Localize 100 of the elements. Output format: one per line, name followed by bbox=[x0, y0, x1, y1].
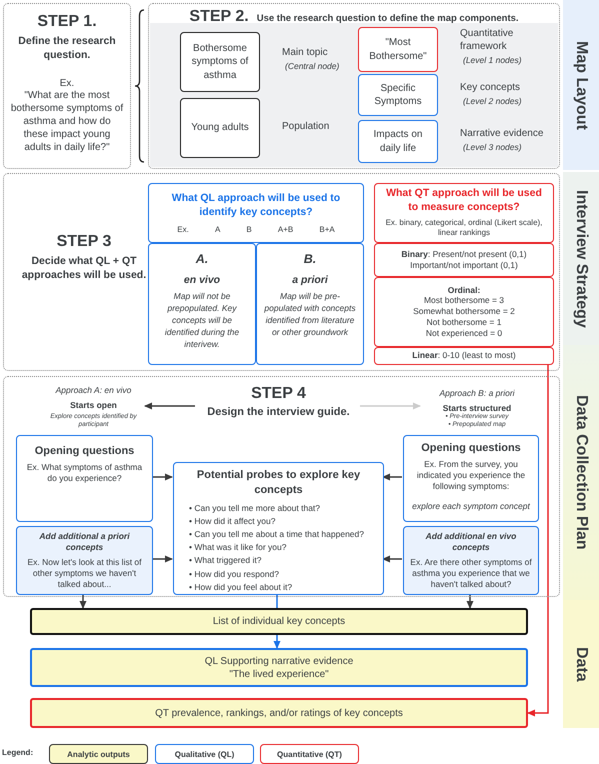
section-label: Data Collection Plan bbox=[572, 395, 590, 550]
arrow bbox=[152, 474, 173, 480]
legend-label: Quantitative (QT) bbox=[277, 750, 342, 758]
section-band bbox=[563, 0, 599, 170]
arrow bbox=[152, 556, 173, 562]
start-label: Starts structured bbox=[442, 402, 512, 413]
scale-value: Not experienced = 0 bbox=[426, 328, 502, 340]
option-label: B bbox=[246, 225, 252, 234]
step-description: Design the interview guide. bbox=[207, 406, 350, 418]
arrow bbox=[382, 474, 402, 480]
arrow bbox=[80, 594, 86, 609]
example-text: explore each symptom concept bbox=[412, 500, 530, 511]
question-box bbox=[16, 526, 153, 595]
node-label: Bothersome symptoms of asthma bbox=[190, 42, 250, 82]
option-label: A+B bbox=[278, 225, 294, 234]
body-text: Ex. From the survey, you indicated you experience the following symptoms: bbox=[416, 459, 526, 493]
node-label: "Most Bothersome" bbox=[368, 36, 428, 63]
question-box bbox=[374, 183, 554, 243]
list-item: • How did you feel about it? bbox=[189, 580, 292, 594]
approach-box bbox=[148, 243, 256, 365]
arrow bbox=[527, 364, 549, 716]
step-description: Define the research question. bbox=[17, 35, 117, 62]
step-heading: STEP 1. bbox=[37, 12, 97, 32]
step-heading: STEP 2. bbox=[189, 7, 249, 26]
section-label: Interview Strategy bbox=[572, 190, 590, 328]
arrow bbox=[382, 556, 402, 562]
box-heading: Add additional a priori concepts bbox=[38, 530, 131, 553]
node-label: Young adults bbox=[191, 121, 249, 135]
legend-title: Legend: bbox=[2, 748, 34, 757]
step-panel bbox=[3, 376, 560, 597]
scale-value: Binary: Present/not present (0,1) bbox=[401, 248, 527, 260]
scale-value: Important/not important (0,1) bbox=[410, 260, 518, 272]
output-box bbox=[30, 648, 528, 687]
brace-label: Population bbox=[282, 120, 330, 133]
box-heading: Add additional en vivo concepts bbox=[424, 530, 518, 553]
step-heading: STEP 4 bbox=[251, 384, 306, 404]
approach-name: en vivo bbox=[184, 274, 220, 286]
arrow bbox=[144, 402, 195, 410]
list-item: • Can you tell me more about that? bbox=[189, 502, 320, 515]
scale-box bbox=[374, 243, 554, 277]
arrow bbox=[466, 594, 474, 609]
brace-label: Main topic bbox=[282, 46, 329, 59]
brace-label: Quantitative framework bbox=[460, 27, 514, 53]
map-node-box bbox=[180, 32, 260, 92]
approach-label: Approach A: en vivo bbox=[56, 385, 132, 396]
research-question: "What are the most bothersome symptoms of asthma and how do these impact young adults in daily life?" bbox=[10, 89, 124, 154]
arrow bbox=[274, 635, 280, 649]
legend-label: Qualitative (QL) bbox=[174, 750, 234, 758]
approach-name: a priori bbox=[292, 274, 328, 286]
section-band bbox=[563, 345, 599, 600]
scale-value: Not bothersome = 1 bbox=[426, 317, 502, 328]
brace-note: (Level 3 nodes) bbox=[463, 142, 523, 152]
output-label: QT prevalence, rankings, and/or ratings of key concepts bbox=[155, 706, 403, 720]
question-box bbox=[403, 526, 539, 595]
approach-letter: B. bbox=[304, 252, 316, 266]
question-heading: What QT approach will be used to measure concepts? bbox=[385, 187, 543, 215]
scale-value: Somewhat bothersome = 2 bbox=[413, 306, 515, 317]
option-label: B+A bbox=[319, 225, 335, 234]
box-heading: Potential probes to explore key concepts bbox=[196, 468, 362, 498]
example-label: Ex. bbox=[60, 78, 74, 90]
arrow bbox=[360, 402, 421, 410]
section-label: Data bbox=[572, 646, 590, 682]
step-description: Use the research question to define the map components. bbox=[256, 13, 519, 24]
node-label: Impacts on daily life bbox=[372, 128, 424, 155]
brace-label: Key concepts bbox=[460, 81, 522, 94]
approach-box bbox=[256, 243, 364, 365]
output-label: List of individual key concepts bbox=[212, 615, 346, 628]
body-text: Ex. Are there other symptoms of asthma you experience that we haven't talked about? bbox=[409, 556, 533, 590]
brace-note: (Level 1 nodes) bbox=[463, 55, 523, 65]
option-label: A bbox=[214, 225, 220, 234]
connector-line bbox=[276, 594, 278, 608]
map-node-box bbox=[358, 27, 438, 72]
approach-label: Approach B: a priori bbox=[439, 388, 515, 398]
scale-value: Linear: 0-10 (least to most) bbox=[412, 350, 516, 362]
probe-box bbox=[173, 462, 384, 595]
scale-box bbox=[374, 347, 554, 365]
approach-description: Map will not be prepopulated. Key concepts will be identified during the interivew. bbox=[164, 291, 240, 350]
scale-box bbox=[374, 277, 554, 347]
brace-note: (Central node) bbox=[285, 61, 340, 71]
approach-description: Map will be pre-populated with concepts identified from literature or other groundwork bbox=[263, 291, 357, 339]
list-item: • How did it affect you? bbox=[189, 514, 276, 528]
output-box bbox=[30, 698, 528, 728]
step-panel bbox=[3, 3, 131, 169]
scale-value: Most bothersome = 3 bbox=[424, 294, 504, 306]
list-item: • Can you tell me about a time that happened? bbox=[189, 528, 364, 542]
output-label: QL Supporting narrative evidence bbox=[204, 654, 354, 668]
output-label: "The lived experience" bbox=[229, 668, 329, 680]
section-band bbox=[563, 600, 599, 728]
list-item: • What was it like for you? bbox=[189, 541, 286, 554]
map-node-box bbox=[358, 74, 438, 116]
scale-heading: Ordinal: bbox=[448, 284, 480, 295]
brace-note: (Level 2 nodes) bbox=[463, 96, 523, 106]
step-heading: STEP 3 bbox=[56, 232, 112, 252]
question-box bbox=[16, 435, 153, 522]
map-node-box bbox=[180, 98, 260, 158]
question-box bbox=[148, 183, 364, 243]
box-heading: Opening questions bbox=[421, 441, 521, 456]
list-item: • How did you respond? bbox=[189, 568, 279, 581]
list-item: • What triggered it? bbox=[189, 554, 262, 568]
legend-label: Analytic outputs bbox=[67, 750, 130, 758]
